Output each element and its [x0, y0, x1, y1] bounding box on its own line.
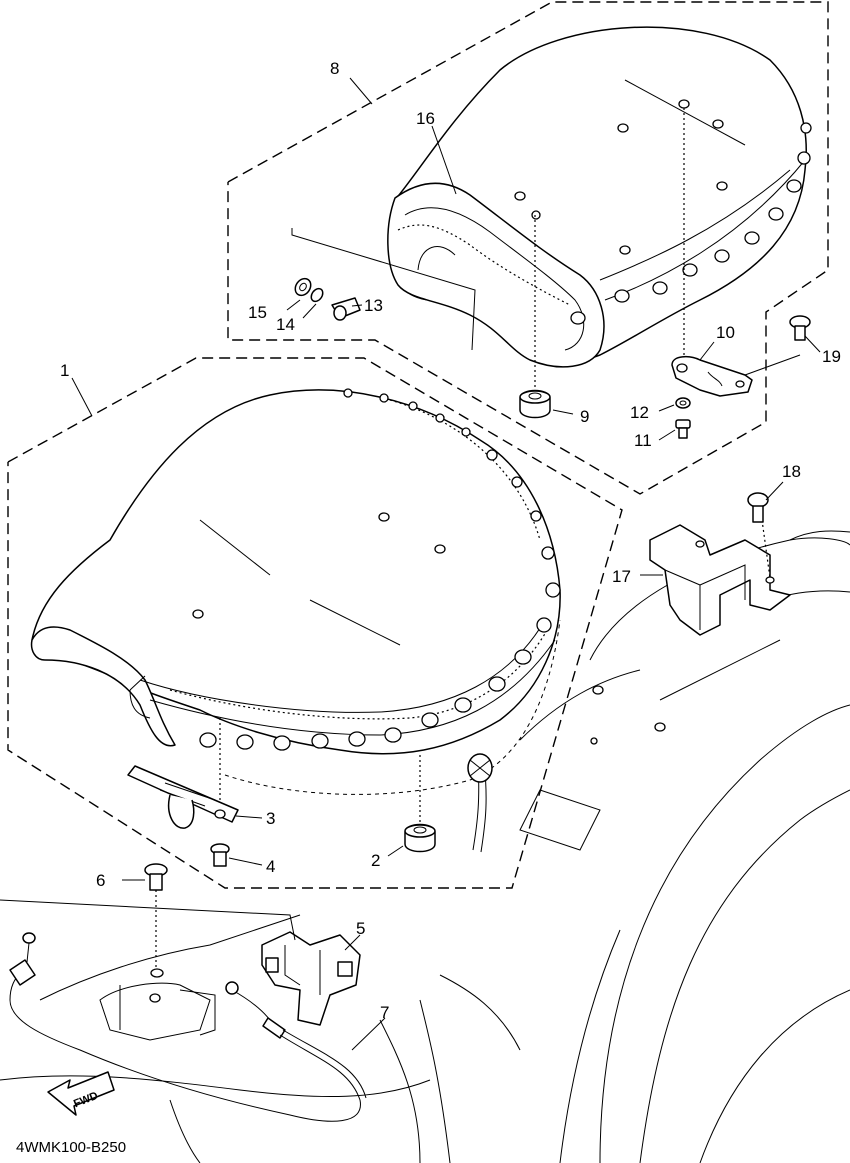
damper-2: [387, 755, 436, 857]
front-seat-body: [30, 388, 561, 853]
fwd-arrow-icon: FWD: [47, 1071, 115, 1116]
damper-9: [519, 215, 574, 419]
callout-9: 9: [580, 407, 589, 426]
callout-11: 11: [634, 431, 652, 450]
callout-6: 6: [96, 871, 105, 890]
callout-7: 7: [380, 1003, 389, 1022]
callout-19: 19: [822, 347, 841, 366]
rear-seat-16: [387, 26, 812, 368]
front-seat-group-boundary: [7, 357, 623, 889]
rear-seat-fasteners: [286, 228, 476, 351]
callout-5: 5: [356, 919, 365, 938]
callout-12: 12: [630, 403, 649, 422]
seat-lock-and-cable: [0, 899, 521, 1163]
callout-15: 15: [248, 303, 267, 322]
callout-18: 18: [782, 462, 801, 481]
frame-body-outline: [519, 530, 850, 1163]
bolt-6: [122, 863, 168, 970]
callout-17: 17: [612, 567, 631, 586]
callout-8: 8: [330, 59, 339, 78]
callout-16: 16: [416, 109, 435, 128]
callout-13: 13: [364, 296, 383, 315]
callout-1: 1: [60, 361, 69, 380]
bracket-17: [640, 481, 791, 636]
callout-2: 2: [371, 851, 380, 870]
callout-10: 10: [716, 323, 735, 342]
callout-4: 4: [266, 857, 275, 876]
callout-14: 14: [276, 315, 295, 334]
callout-3: 3: [266, 809, 275, 828]
figure-code: 4WMK100-B250: [16, 1139, 126, 1156]
bolt-19: [789, 315, 821, 353]
bracket-10: [658, 108, 801, 441]
latch-plate-3: [127, 718, 263, 867]
callouts: 1 2 3 4 5 6 7 8 9 10 11 12 13 14 15 16 1…: [60, 59, 841, 1022]
